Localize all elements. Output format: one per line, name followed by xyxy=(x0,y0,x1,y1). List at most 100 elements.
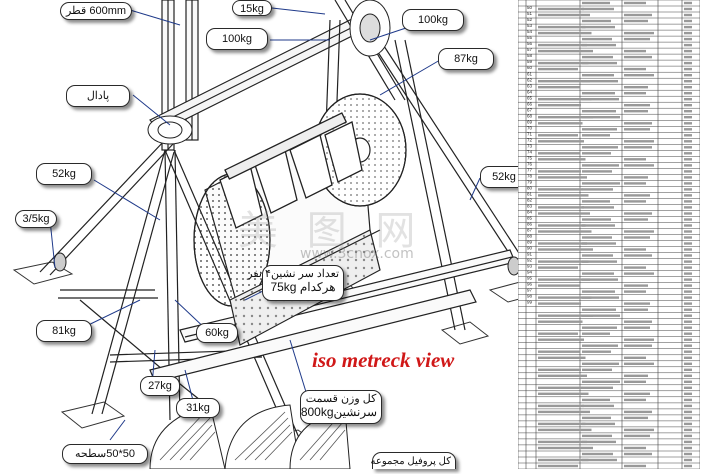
profile-line1: کل پروفیل مجموعه xyxy=(370,456,451,467)
bom-row-number: 53 xyxy=(527,23,533,28)
bom-row-number: 75 xyxy=(527,155,533,160)
bom-row-number: 52 xyxy=(527,17,533,22)
bom-row-number: 78 xyxy=(527,174,533,179)
bom-row xyxy=(538,61,692,65)
bom-row xyxy=(538,98,692,101)
bom-row-number: 67 xyxy=(527,107,533,112)
bom-row xyxy=(582,434,692,438)
diagram-title: iso metreck view xyxy=(312,348,455,372)
bom-row-number: 62 xyxy=(527,77,533,82)
bom-row xyxy=(538,446,692,450)
bom-row-number: 92 xyxy=(527,258,533,263)
bottom-gear-drawing xyxy=(149,404,351,470)
bom-row xyxy=(538,194,692,197)
bom-row xyxy=(582,74,692,77)
bom-row-number: 87 xyxy=(527,228,533,233)
callout-diameter: 600mm قطر xyxy=(60,2,132,20)
bom-row-number: 58 xyxy=(527,53,533,58)
bom-row xyxy=(538,278,692,281)
bom-row-number: 98 xyxy=(527,294,533,299)
bom-row-number: 89 xyxy=(527,240,533,245)
bom-row-number: 74 xyxy=(527,149,533,154)
bom-row xyxy=(538,368,692,371)
bom-row xyxy=(538,206,692,209)
watermark-chars: 美 图 网 xyxy=(238,208,424,254)
bom-row-number: 79 xyxy=(527,180,533,185)
bom-row-number: 99 xyxy=(527,300,533,305)
seats xyxy=(219,112,363,229)
bom-row xyxy=(538,7,692,11)
bom-row-number: 63 xyxy=(527,83,533,88)
bom-row xyxy=(582,200,692,203)
bom-row xyxy=(582,326,692,329)
bom-row-number: 56 xyxy=(527,41,533,46)
bom-row xyxy=(538,25,692,29)
bom-row xyxy=(538,242,692,245)
bom-row xyxy=(582,380,692,383)
bom-row xyxy=(538,152,692,155)
bom-row-number: 97 xyxy=(527,288,533,293)
bom-row xyxy=(538,320,692,323)
bom-row xyxy=(538,314,692,317)
bom-row-number: 93 xyxy=(527,264,533,269)
bom-row-number: 88 xyxy=(527,234,533,239)
callout-pedal: پادال xyxy=(66,85,130,107)
callout-81kg: 81kg xyxy=(36,320,92,342)
bom-row-number: 68 xyxy=(527,113,533,118)
callout-31kg: 31kg xyxy=(176,398,220,418)
bom-row xyxy=(582,452,692,456)
bom-row xyxy=(582,344,692,347)
bom-row xyxy=(538,31,692,35)
callout-total-weight: کل وزن قسمت سرنشین800kg xyxy=(300,390,382,424)
callout-100kg-right: 100kg xyxy=(402,9,464,31)
bom-row-number: 90 xyxy=(527,246,533,251)
bom-row-number: 73 xyxy=(527,143,533,148)
bom-row xyxy=(582,254,692,257)
bom-row xyxy=(538,230,692,233)
bom-row-number: 94 xyxy=(527,270,533,275)
bom-row xyxy=(538,440,692,444)
callout-3-5kg: 3/5kg xyxy=(15,210,57,228)
bom-row-number: 51 xyxy=(527,11,533,16)
bom-row xyxy=(538,422,692,426)
bom-row xyxy=(582,110,692,113)
bom-row xyxy=(538,86,692,89)
passengers-line2: هرکدام 75kg xyxy=(270,280,336,294)
bom-row-number: 55 xyxy=(527,35,533,40)
bom-row-number: 77 xyxy=(527,168,533,173)
bom-row xyxy=(538,392,692,395)
bom-row-number: 69 xyxy=(527,119,533,124)
bom-row xyxy=(582,362,692,365)
callout-100kg-left: 100kg xyxy=(206,28,268,50)
bom-row xyxy=(538,140,692,143)
bom-row xyxy=(538,374,692,377)
bom-row xyxy=(582,182,692,185)
bom-row xyxy=(538,176,692,179)
bom-row xyxy=(538,224,692,227)
bom-row-number: 84 xyxy=(527,210,533,215)
bom-row-number: 80 xyxy=(527,186,533,191)
bom-row xyxy=(582,19,692,23)
bom-row xyxy=(582,416,692,420)
bom-row-number: 54 xyxy=(527,29,533,34)
bom-row xyxy=(538,332,692,335)
callout-87kg: 87kg xyxy=(438,48,494,70)
bom-row xyxy=(538,260,692,263)
bom-row xyxy=(538,296,692,299)
bom-row xyxy=(582,398,692,402)
callout-passengers: تعداد سر نشین۴ نفر هرکدام 75kg xyxy=(247,265,344,301)
bom-row xyxy=(538,458,692,462)
passengers-line1: تعداد سر نشین۴ نفر xyxy=(247,268,339,280)
bom-row xyxy=(538,49,692,53)
bom-row xyxy=(582,55,692,59)
bom-row-number: 50 xyxy=(527,5,533,10)
bom-row-number: 96 xyxy=(527,282,533,287)
bom-row-number: 91 xyxy=(527,252,533,257)
callout-profile-total: کل پروفیل مجموعه xyxy=(370,452,456,469)
bom-row-number: 64 xyxy=(527,89,533,94)
bom-row-number: 60 xyxy=(527,65,533,70)
bom-row xyxy=(582,128,692,131)
bom-row xyxy=(582,37,692,41)
bom-row xyxy=(582,290,692,293)
bom-row-number: 72 xyxy=(527,137,533,142)
